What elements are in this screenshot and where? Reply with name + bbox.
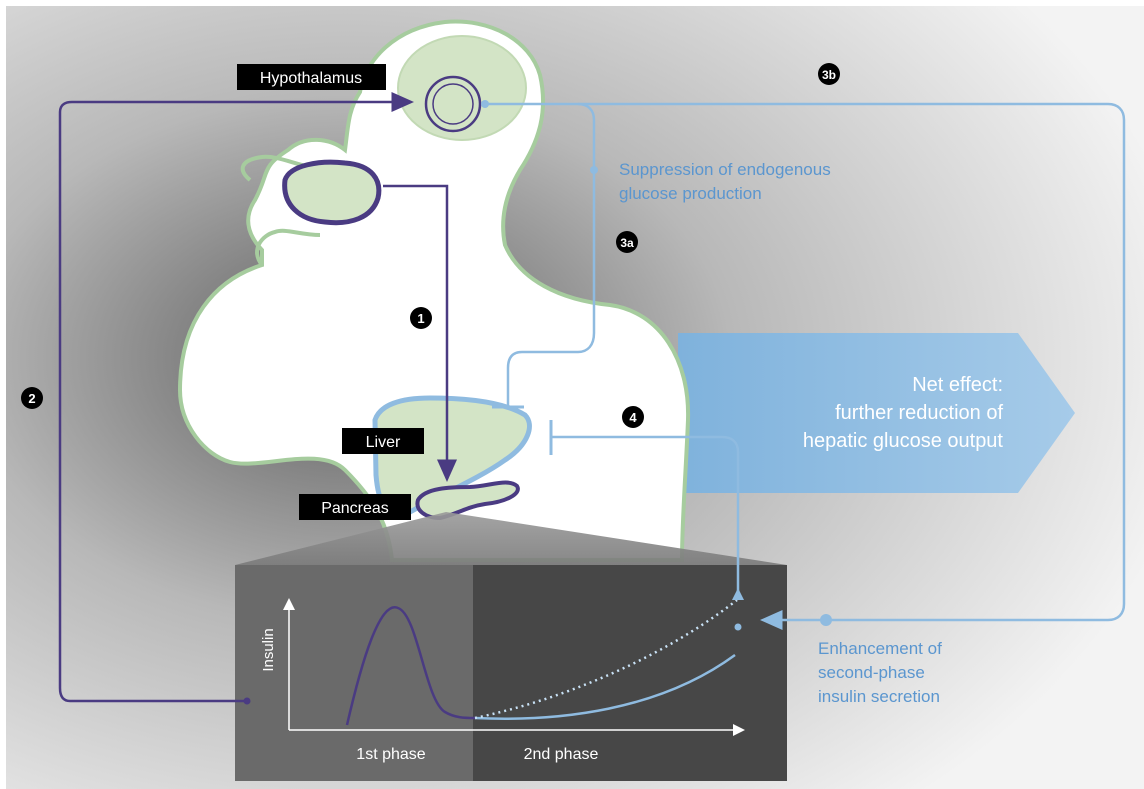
- net-effect-line3: hepatic glucose output: [803, 430, 1004, 452]
- pathway-3a-node: [590, 166, 598, 174]
- liver-label: Liver: [366, 434, 401, 451]
- pathway-3b-node: [820, 614, 832, 626]
- enhancement-annotation-line3: insulin secretion: [818, 687, 940, 706]
- net-effect-line1: Net effect:: [912, 374, 1003, 396]
- chart-phase2-label: 2nd phase: [524, 746, 599, 763]
- hypothalamus-label: Hypothalamus: [260, 70, 362, 87]
- insulin-chart: Insulin 1st phase 2nd phase: [235, 565, 787, 781]
- brain: [398, 36, 526, 140]
- chart-phase1-label: 1st phase: [356, 746, 425, 763]
- enhancement-annotation-line2: second-phase: [818, 663, 925, 682]
- suppression-annotation-line2: glucose production: [619, 184, 762, 203]
- enhancement-annotation-line1: Enhancement of: [818, 639, 942, 658]
- chart-phase1-panel: [235, 565, 473, 781]
- pancreas-label: Pancreas: [321, 500, 389, 517]
- step-1-label: 1: [417, 311, 424, 326]
- food-item: [285, 162, 379, 222]
- pathway-2-origin-dot: [244, 698, 251, 705]
- net-effect-line2: further reduction of: [835, 402, 1003, 424]
- step-3a-label: 3a: [620, 236, 634, 250]
- step-3b-label: 3b: [822, 68, 836, 82]
- curve-endpoint-dot: [735, 624, 742, 631]
- chart-ylabel: Insulin: [260, 628, 277, 671]
- step-4-label: 4: [629, 410, 637, 425]
- suppression-annotation-line1: Suppression of endogenous: [619, 160, 831, 179]
- step-2-label: 2: [28, 391, 35, 406]
